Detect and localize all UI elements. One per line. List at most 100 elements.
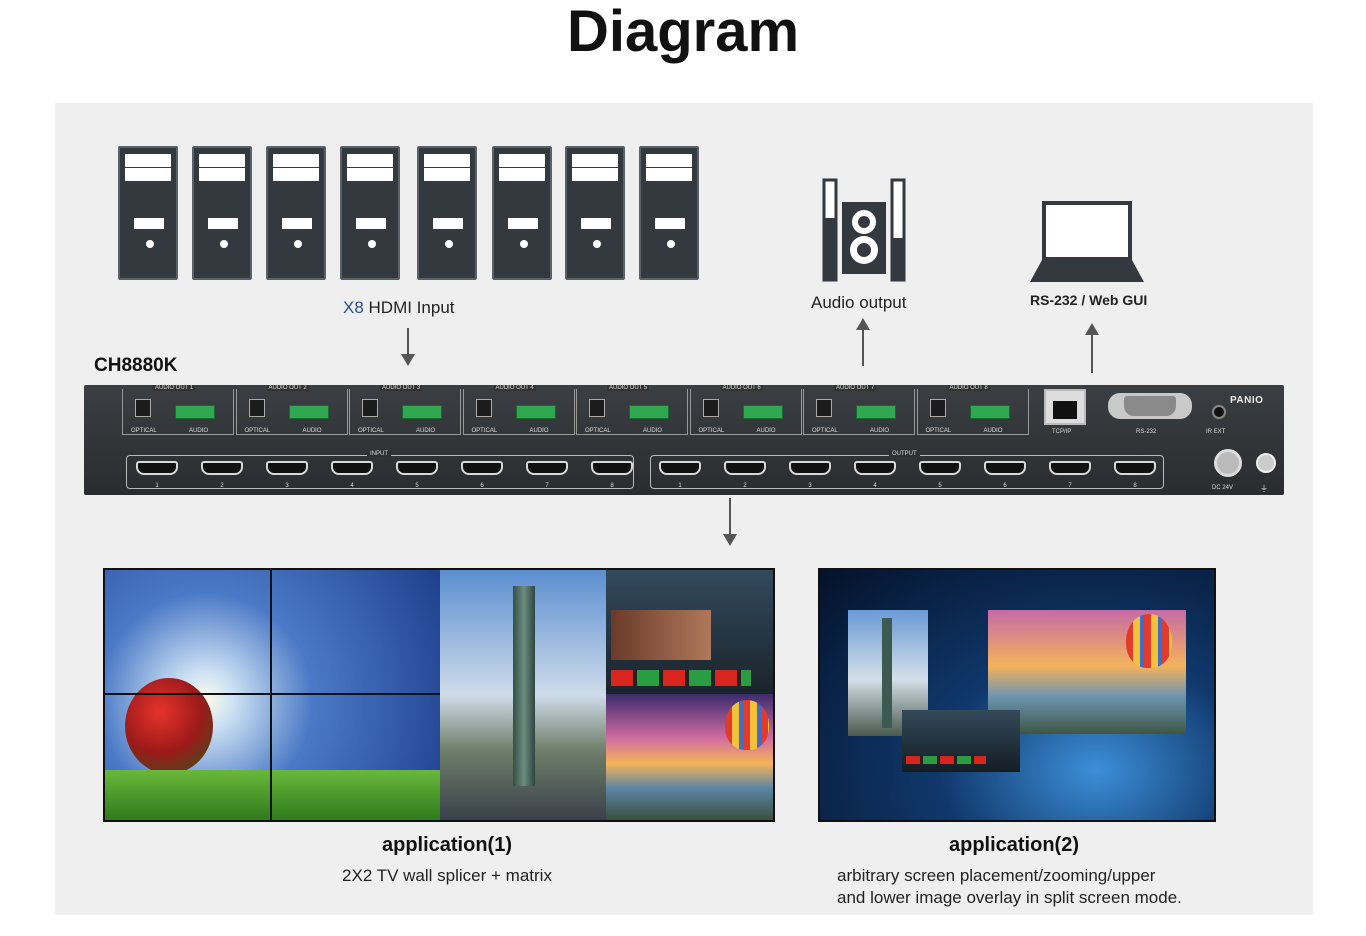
laptop-icon: [1030, 201, 1144, 282]
source-computer-4-icon: [340, 146, 400, 280]
hdmi-input-number: 3: [285, 483, 289, 489]
dc-power-jack: [1214, 449, 1242, 477]
audio-out-block-4: AUDIO OUT 4 OPTICAL AUDIO: [462, 385, 575, 435]
hdmi-input-number: 4: [350, 483, 354, 489]
audio-terminal-block: [175, 405, 215, 419]
audio-out-block-5: AUDIO OUT 5 OPTICAL AUDIO: [576, 385, 688, 435]
audio-terminal-block: [629, 405, 669, 419]
hdmi-output-port-3: [789, 461, 831, 475]
hdmi-input-number: 6: [480, 483, 484, 489]
brand-logo: PANIO: [1230, 395, 1264, 406]
ground-screw: [1256, 453, 1276, 473]
hdmi-output-port-5: [919, 461, 961, 475]
source-computer-3-icon: [266, 146, 326, 280]
optical-label: OPTICAL: [131, 428, 157, 434]
optical-port: [702, 399, 719, 417]
input-group-label: INPUT: [367, 451, 391, 457]
audio-terminal-block: [402, 405, 442, 419]
source-computer-8-icon: [639, 146, 699, 280]
audio-terminal-block: [288, 405, 329, 419]
tower-shape: [513, 586, 535, 786]
audio-label: AUDIO: [416, 428, 436, 434]
optical-port: [475, 399, 492, 417]
audio-out-label: AUDIO OUT 6: [720, 385, 763, 391]
audio-label: AUDIO: [756, 428, 776, 434]
hdmi-output-number: 1: [678, 483, 682, 489]
ir-ext-label: IR EXT: [1206, 429, 1226, 435]
ground-icon: ⏚: [1260, 484, 1268, 493]
optical-label: OPTICAL: [698, 428, 725, 434]
ir-ext-jack: [1212, 405, 1226, 419]
hdmi-output-number: 5: [938, 483, 942, 489]
output-group-label: OUTPUT: [889, 451, 920, 457]
audio-terminal-block: [969, 405, 1010, 419]
audio-out-label: AUDIO OUT 5: [607, 385, 650, 391]
audio-label: AUDIO: [302, 428, 322, 434]
audio-output-label: Audio output: [811, 293, 907, 312]
matrix-device-rear-panel: TCP/IP RS-232 IR EXT PANIO DC 24V ⏚ INPU…: [84, 385, 1284, 495]
hdmi-output-port-8: [1114, 461, 1156, 475]
audio-out-label: AUDIO OUT 8: [947, 385, 990, 391]
hdmi-output-number: 3: [808, 483, 812, 489]
source-computer-5-icon: [417, 146, 477, 280]
rs232-label: RS-232: [1136, 429, 1157, 435]
optical-port: [929, 399, 946, 417]
hdmi-output-port-1: [659, 461, 701, 475]
hdmi-input-port-3: [266, 461, 308, 475]
hdmi-input-port-7: [526, 461, 568, 475]
application1-subtitle: 2X2 TV wall splicer + matrix: [342, 866, 552, 885]
hdmi-output-number: 2: [743, 483, 747, 489]
audio-out-block-8: AUDIO OUT 8 OPTICAL AUDIO: [916, 385, 1029, 435]
dc-label: DC 24V: [1212, 485, 1234, 491]
audio-label: AUDIO: [870, 428, 890, 434]
hdmi-output-number: 4: [873, 483, 877, 489]
source-computer-7-icon: [565, 146, 625, 280]
audio-out-block-7: AUDIO OUT 7 OPTICAL AUDIO: [803, 385, 915, 435]
source-computer-1-icon: [118, 146, 178, 280]
audio-label: AUDIO: [983, 428, 1003, 434]
hdmi-input-port-8: [591, 461, 633, 475]
hdmi-input-port-6: [461, 461, 503, 475]
hdmi-input-number: 2: [220, 483, 224, 489]
hdmi-input-group: INPUT: [126, 451, 634, 489]
optical-port: [816, 399, 832, 417]
output-arrow: [723, 498, 737, 546]
optical-label: OPTICAL: [585, 428, 611, 434]
optical-port: [589, 399, 605, 417]
audio-out-label: AUDIO OUT 3: [380, 385, 423, 391]
audio-out-label: AUDIO OUT 2: [266, 385, 309, 391]
audio-out-label: AUDIO OUT 7: [834, 385, 877, 391]
audio-terminal-block: [515, 405, 556, 419]
optical-port: [362, 399, 378, 417]
page-title: Diagram: [566, 0, 800, 64]
audio-output-arrow: [856, 318, 870, 366]
hdmi-input-port-5: [396, 461, 438, 475]
source-computer-6-icon: [492, 146, 552, 280]
audio-terminal-block: [856, 405, 896, 419]
hdmi-output-port-7: [1049, 461, 1091, 475]
grass-field: [105, 770, 440, 820]
audio-out-label: AUDIO OUT 1: [153, 385, 196, 391]
optical-label: OPTICAL: [471, 428, 498, 434]
hdmi-output-group: OUTPUT: [650, 451, 1164, 489]
hdmi-output-number: 8: [1133, 483, 1137, 489]
application2-subtitle-line1: arbitrary screen placement/zooming/upper: [837, 866, 1156, 885]
optical-label: OPTICAL: [812, 428, 838, 434]
hdmi-input-number: 5: [415, 483, 419, 489]
rs232-port: [1108, 393, 1192, 419]
hdmi-input-number: 7: [545, 483, 549, 489]
audio-out-label: AUDIO OUT 4: [493, 385, 536, 391]
input-arrow: [401, 328, 415, 366]
speaker-icon: [822, 178, 906, 282]
application1-title: application(1): [381, 834, 512, 856]
audio-label: AUDIO: [529, 428, 549, 434]
control-arrow: [1085, 323, 1099, 373]
hdmi-output-port-2: [724, 461, 766, 475]
hdmi-input-count: X8: [343, 298, 364, 317]
audio-label: AUDIO: [643, 428, 663, 434]
hdmi-input-number: 8: [610, 483, 614, 489]
optical-label: OPTICAL: [925, 428, 952, 434]
audio-label: AUDIO: [189, 428, 209, 434]
